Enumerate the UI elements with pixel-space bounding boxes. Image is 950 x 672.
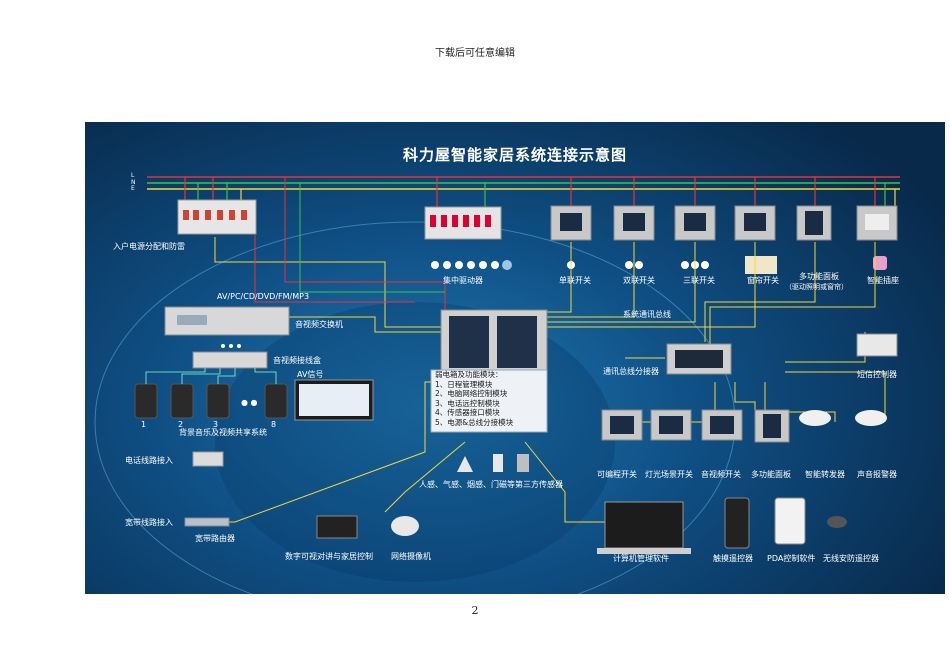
module-item: 1、日程管理模块	[435, 379, 493, 389]
label-av-switch: 音视频开关	[701, 470, 741, 479]
label-scene-switch: 灯光场景开关	[645, 470, 693, 479]
curtain-image	[745, 256, 777, 274]
label-wireless-remote: 无线安防遥控器	[823, 554, 879, 563]
module-list-box	[430, 369, 548, 433]
av-switcher-display	[177, 315, 207, 325]
label-sms-controller: 短信控制器	[857, 370, 897, 379]
label-curtain-switch: 窗帘开关	[747, 276, 779, 285]
laptop-base	[597, 548, 691, 554]
label-bus-splitter: 通讯总线分接器	[603, 367, 659, 376]
label-pc-software: 计算机管理软件	[613, 554, 669, 563]
speaker-ellipsis: ● ●	[241, 398, 258, 407]
label-sound-alarm: 声音报警器	[857, 470, 897, 479]
module-rack-left	[449, 316, 489, 368]
switch-drops	[436, 177, 896, 207]
label-multi-panel2: 多功能面板	[751, 470, 791, 479]
speakers	[134, 383, 288, 419]
speaker-num-2: 2	[178, 420, 184, 429]
center-shade	[215, 302, 615, 582]
page-number: 2	[471, 604, 479, 617]
label-multi-panel: 多功能面板	[799, 272, 839, 281]
label-smart-socket: 智能插座	[867, 276, 899, 285]
module-rack-right	[497, 316, 537, 368]
diagram-title: 科力屋智能家居系统连接示意图	[402, 146, 627, 164]
lower-panels	[601, 409, 887, 443]
system-diagram: 科力屋智能家居系统连接示意图 L N E 入户电源分配和防雷 AV/PC/CD/…	[85, 122, 945, 594]
phone-device	[192, 451, 224, 467]
touch-remote-device	[724, 497, 750, 549]
label-double-switch: 双联开关	[623, 276, 655, 285]
switch-bulbs	[567, 261, 709, 269]
label-broadband-router: 宽带路由器	[195, 534, 235, 543]
bus-splitter-body	[675, 350, 723, 368]
line-N-label: N	[131, 179, 136, 186]
label-background-music: 背景音乐及视频共享系统	[179, 428, 267, 437]
module-item: 5、电源&总线分接模块	[435, 417, 514, 427]
camera-device	[391, 516, 419, 536]
label-triple-switch: 三联开关	[683, 276, 715, 285]
router-device	[184, 517, 230, 527]
sms-controller-box	[856, 333, 898, 357]
smart-plug	[873, 256, 887, 270]
label-pda-software: PDA控制软件	[767, 554, 816, 563]
label-broadband-in: 宽带线路接入	[125, 518, 173, 527]
module-list: 弱电箱及功能模块： 1、日程管理模块 2、电脑网络控制模块 3、电话远控制模块 …	[435, 370, 545, 427]
speaker-wires	[145, 368, 277, 384]
label-touch-remote: 触摸遥控器	[713, 554, 753, 563]
label-phone-line-in: 电话线路接入	[125, 456, 173, 465]
sensor-door	[517, 454, 529, 472]
wireless-remote-device	[827, 516, 847, 528]
label-av-signal: AV信号	[297, 370, 324, 379]
sensor-box	[493, 454, 503, 472]
module-heading: 弱电箱及功能模块：	[435, 370, 503, 379]
line-E-label: E	[131, 185, 135, 192]
module-item: 3、电话远控制模块	[435, 398, 500, 408]
av-junction-box	[192, 351, 268, 369]
speaker-num-8: 8	[271, 420, 277, 429]
label-av-sources: AV/PC/CD/DVD/FM/MP3	[217, 292, 310, 301]
label-video-intercom: 数字可视对讲与家居控制	[285, 552, 373, 561]
power-box-breakers	[183, 210, 247, 220]
pda-device	[774, 497, 806, 545]
power-feeds	[254, 177, 446, 312]
module-item: 4、传感器接口模块	[435, 408, 500, 417]
label-network-camera: 网络摄像机	[391, 552, 431, 561]
label-power-box: 入户电源分配和防雷	[113, 242, 185, 251]
diagram-graphics	[94, 176, 900, 594]
laptop-screen	[604, 501, 684, 549]
av-signal-dots	[221, 344, 241, 348]
label-av-switcher: 音视频交换机	[295, 320, 343, 329]
line-L-label: L	[131, 172, 135, 179]
comm-bus	[205, 237, 886, 523]
module-item: 2、电脑网络控制模块	[435, 389, 508, 398]
label-central-driver: 集中驱动器	[443, 276, 483, 285]
label-av-junction: 音视频接线盒	[273, 356, 321, 365]
speaker-num-3: 3	[213, 420, 219, 429]
speaker-num-1: 1	[141, 420, 147, 429]
intercom-device	[316, 515, 358, 539]
central-driver-bulbs	[431, 260, 512, 270]
label-multi-panel-sub: （驱动照明或窗帘）	[785, 283, 848, 291]
label-sensors: 人感、气感、烟感、门磁等第三方传感器	[419, 480, 563, 489]
page-header: 下载后可任意编辑	[435, 48, 515, 59]
label-prog-switch: 可编程开关	[597, 470, 637, 479]
tv-display	[299, 384, 369, 416]
label-smart-transponder: 智能转发器	[805, 470, 845, 479]
central-driver-modules	[430, 215, 491, 227]
switch-panels	[550, 205, 898, 241]
label-single-switch: 单联开关	[559, 276, 591, 285]
sensor-triangle	[457, 456, 473, 472]
label-comm-bus: 系统通讯总线	[623, 310, 671, 319]
